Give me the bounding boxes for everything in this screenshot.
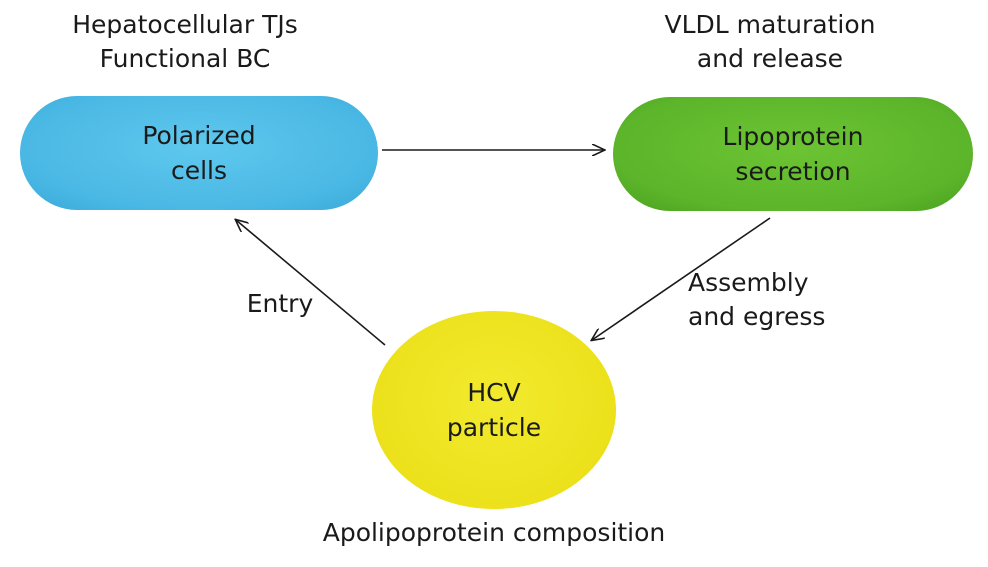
node-lipoprotein-secretion: Lipoprotein secretion bbox=[613, 97, 973, 211]
edge-label-entry: Entry bbox=[246, 289, 314, 318]
annotation-vldl-line1: VLDL maturation bbox=[664, 10, 876, 39]
node-polarized-line1: Polarized bbox=[142, 121, 256, 150]
edge-label-assembly-line2: and egress bbox=[688, 302, 826, 331]
node-polarized-cells: Polarized cells bbox=[20, 96, 378, 210]
annotation-hepatocellular-line1: Hepatocellular TJs bbox=[72, 10, 298, 39]
node-hcv-line2: particle bbox=[446, 413, 542, 442]
arrow-lipoprotein-to-hcv bbox=[592, 217, 771, 340]
node-lipoprotein-line2: secretion bbox=[735, 157, 851, 186]
node-polarized-line2: cells bbox=[170, 156, 228, 185]
edge-label-assembly-line1: Assembly bbox=[688, 268, 809, 297]
annotation-hepatocellular: Hepatocellular TJs Functional BC bbox=[40, 8, 330, 76]
node-hcv-line1: HCV bbox=[467, 378, 521, 407]
node-hcv-particle: HCV particle bbox=[372, 311, 616, 509]
annotation-vldl-line2: and release bbox=[696, 44, 844, 73]
annotation-hepatocellular-line2: Functional BC bbox=[99, 44, 271, 73]
node-lipoprotein-line1: Lipoprotein bbox=[722, 122, 864, 151]
annotation-vldl: VLDL maturation and release bbox=[640, 8, 900, 76]
annotation-apolipoprotein: Apolipoprotein composition bbox=[322, 518, 666, 547]
edge-label-assembly: Assembly and egress bbox=[688, 266, 838, 334]
arrow-hcv-to-polarized bbox=[236, 220, 386, 346]
